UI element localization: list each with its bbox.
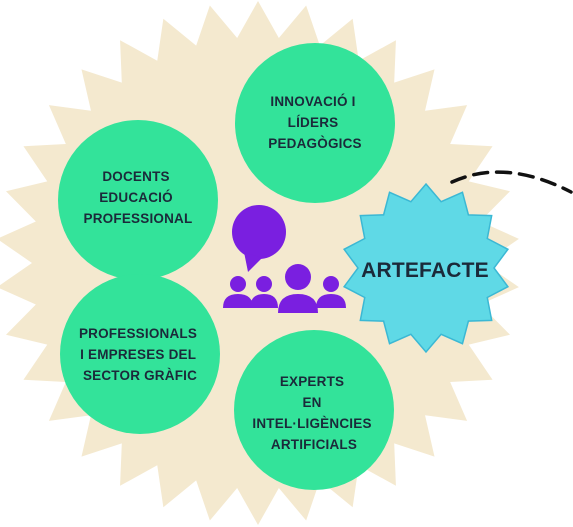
node-professionals-circle: [60, 274, 220, 434]
dashed-connector: [450, 170, 573, 194]
node-experts-circle: [234, 330, 394, 490]
speech-bubble-icon: [232, 205, 286, 259]
person-left-head: [230, 276, 246, 292]
node-professionals: PROFESSIONALS I EMPRESES DEL SECTOR GRÀF…: [60, 274, 220, 434]
speech-bubble-tail: [244, 252, 262, 272]
node-innovacio: INNOVACIÓ I LÍDERS PEDAGÒGICS: [235, 43, 395, 203]
node-docents-circle: [58, 120, 218, 280]
node-docents-label: DOCENTS EDUCACIÓ PROFESSIONAL: [84, 169, 193, 226]
node-docents: DOCENTS EDUCACIÓ PROFESSIONAL: [58, 120, 218, 280]
node-innovacio-circle: [235, 43, 395, 203]
group-chat-icon: [223, 205, 346, 313]
node-artefacte: ARTEFACTE: [342, 182, 510, 354]
person-middle-left-head: [256, 276, 272, 292]
person-center-head: [285, 264, 311, 290]
node-experts: EXPERTS EN INTEL·LIGÈNCIES ARTIFICIALS: [234, 330, 394, 490]
artefact-label: ARTEFACTE: [361, 259, 489, 282]
person-right-body: [316, 294, 346, 308]
node-professionals-label: PROFESSIONALS I EMPRESES DEL SECTOR GRÀF…: [79, 326, 201, 383]
artefact-star-shape: [342, 182, 510, 354]
person-middle-left-body: [250, 294, 278, 308]
person-center-body: [278, 294, 318, 313]
node-experts-label: EXPERTS EN INTEL·LIGÈNCIES ARTIFICIALS: [252, 374, 375, 452]
person-right-head: [323, 276, 339, 292]
node-innovacio-label: INNOVACIÓ I LÍDERS PEDAGÒGICS: [268, 94, 362, 151]
person-left-body: [223, 294, 253, 308]
